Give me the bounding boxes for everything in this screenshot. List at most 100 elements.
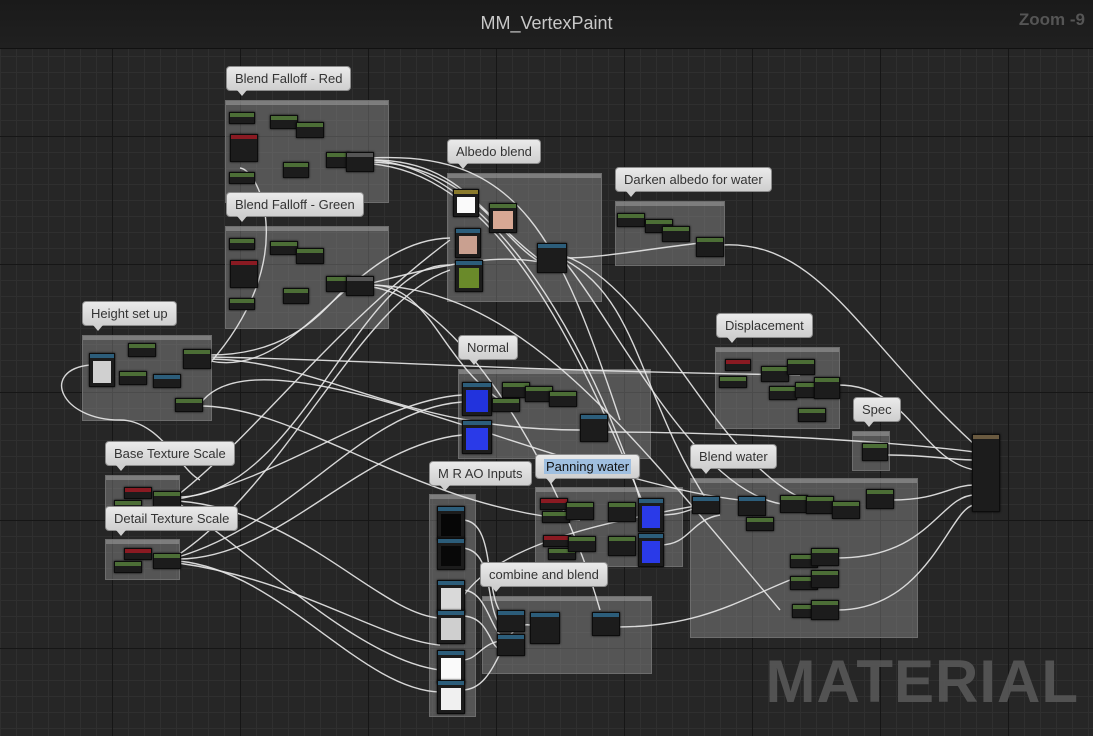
scalar-node[interactable]	[229, 298, 255, 310]
multiply-node[interactable]	[153, 553, 181, 569]
scalar-node[interactable]	[806, 496, 834, 514]
texture-sample-node[interactable]	[497, 610, 525, 632]
lerp-node[interactable]	[811, 600, 839, 620]
vector-param-node[interactable]	[124, 487, 152, 499]
texture-node-water-a[interactable]	[638, 498, 664, 532]
lerp-node[interactable]	[592, 612, 620, 636]
scalar-node[interactable]	[492, 398, 520, 412]
comment-label-base-texture-scale[interactable]: Base Texture Scale	[105, 441, 235, 471]
texture-sample-node[interactable]	[153, 374, 181, 388]
scalar-node[interactable]	[270, 241, 298, 255]
scalar-node[interactable]	[229, 172, 255, 184]
texture-sample-node[interactable]	[497, 634, 525, 656]
comment-label-blend-falloff-red[interactable]: Blend Falloff - Red	[226, 66, 352, 96]
texture-node-ao-b[interactable]	[437, 680, 465, 714]
scalar-node[interactable]	[787, 359, 815, 375]
scalar-node[interactable]	[283, 162, 309, 178]
comment-label-blend-falloff-green[interactable]: Blend Falloff - Green	[226, 192, 364, 222]
wire	[209, 237, 451, 364]
lerp-node[interactable]	[346, 152, 374, 172]
scalar-node[interactable]	[617, 213, 645, 227]
scalar-node[interactable]	[283, 288, 309, 304]
lerp-node[interactable]	[811, 548, 839, 566]
comment-label-blend-water[interactable]: Blend water	[690, 444, 777, 474]
texture-node-normal-a[interactable]	[462, 382, 492, 416]
comment-label-normal[interactable]: Normal	[458, 335, 518, 365]
vector-param-node[interactable]	[540, 498, 568, 510]
scalar-node[interactable]	[296, 248, 324, 264]
comment-label-displacement[interactable]: Displacement	[716, 313, 813, 343]
comment-label-m-r-ao-inputs[interactable]: M R AO Inputs	[429, 461, 532, 491]
lerp-node[interactable]	[346, 276, 374, 296]
scalar-node[interactable]	[795, 382, 819, 398]
texture-node-roughness[interactable]	[437, 580, 465, 614]
comment-label-darken-albedo[interactable]: Darken albedo for water	[615, 167, 772, 197]
texture-node-height[interactable]	[89, 353, 115, 387]
scalar-node[interactable]	[175, 398, 203, 412]
lerp-node[interactable]	[866, 489, 894, 509]
texture-node-roughness-b[interactable]	[437, 610, 465, 644]
multiply-node[interactable]	[696, 237, 724, 257]
comment-label-panning-water[interactable]: Panning water	[535, 454, 641, 484]
vector-param-node[interactable]	[725, 359, 751, 371]
scalar-node[interactable]	[229, 238, 255, 250]
scalar-node[interactable]	[542, 511, 570, 523]
wire	[177, 560, 441, 693]
scalar-node[interactable]	[549, 391, 577, 407]
texture-node-white[interactable]	[453, 189, 479, 217]
panner-node[interactable]	[568, 536, 596, 552]
wire	[209, 356, 801, 376]
texture-node-ao[interactable]	[437, 650, 465, 684]
scalar-node[interactable]	[525, 386, 553, 402]
scalar-node[interactable]	[119, 371, 147, 385]
vector-param-node[interactable]	[124, 548, 152, 560]
texture-node-olive[interactable]	[455, 260, 483, 292]
texture-node-metallic-b[interactable]	[437, 538, 465, 570]
scalar-node[interactable]	[114, 561, 142, 573]
texture-sample-node[interactable]	[738, 496, 766, 516]
lerp-node[interactable]	[530, 612, 560, 644]
scalar-node[interactable]	[229, 112, 255, 124]
texture-node-metallic[interactable]	[437, 506, 465, 540]
scalar-node[interactable]	[769, 386, 797, 400]
panner-node[interactable]	[566, 502, 594, 520]
panner-node[interactable]	[608, 502, 636, 522]
texture-node-normal-b[interactable]	[462, 420, 492, 454]
scalar-node[interactable]	[746, 517, 774, 531]
texture-node-beige[interactable]	[455, 228, 481, 258]
comment-label-combine-and-blend[interactable]: combine and blend	[480, 562, 608, 592]
comment-label-spec[interactable]: Spec	[853, 397, 901, 427]
lerp-node[interactable]	[814, 377, 840, 399]
scalar-node[interactable]	[128, 343, 156, 357]
scalar-node[interactable]	[270, 115, 298, 129]
vector-param-node[interactable]	[230, 260, 258, 288]
texture-sample-node[interactable]	[692, 496, 720, 514]
scalar-node[interactable]	[662, 226, 690, 242]
comment-label-albedo-blend[interactable]: Albedo blend	[447, 139, 541, 169]
texture-node-water-b[interactable]	[638, 533, 664, 567]
multiply-node[interactable]	[153, 491, 181, 507]
comment-label-detail-texture-scale[interactable]: Detail Texture Scale	[105, 506, 239, 536]
vector-param-node[interactable]	[230, 134, 258, 162]
scalar-node[interactable]	[719, 376, 747, 388]
panner-node[interactable]	[608, 536, 636, 556]
material-output-node[interactable]	[972, 434, 1000, 512]
comment-box-spec[interactable]	[852, 431, 890, 471]
scalar-node[interactable]	[761, 366, 789, 382]
scalar-node[interactable]	[798, 408, 826, 422]
wire	[199, 379, 741, 501]
scalar-node[interactable]	[183, 349, 211, 369]
scalar-node[interactable]	[862, 443, 888, 461]
scalar-node[interactable]	[780, 495, 808, 513]
comment-label-height-set-up[interactable]: Height set up	[82, 301, 177, 331]
vector-param-node[interactable]	[543, 535, 571, 547]
scalar-node[interactable]	[832, 501, 860, 519]
texture-node-skin[interactable]	[489, 203, 517, 233]
scalar-node[interactable]	[326, 276, 350, 292]
lerp-node[interactable]	[537, 243, 567, 273]
scalar-node[interactable]	[296, 122, 324, 138]
scalar-node[interactable]	[326, 152, 350, 168]
lerp-node[interactable]	[811, 570, 839, 588]
lerp-node[interactable]	[580, 414, 608, 442]
